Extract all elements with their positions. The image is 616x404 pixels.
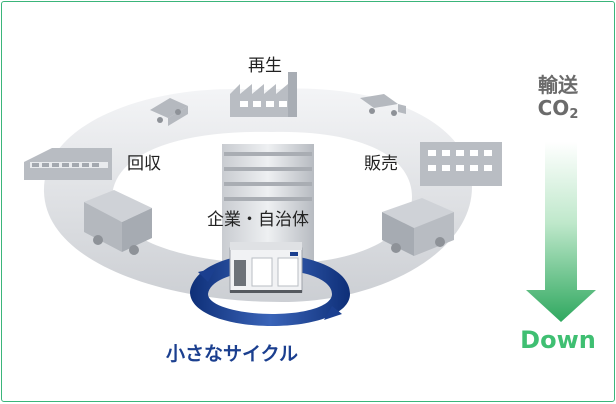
label-sales: 販売 (364, 154, 398, 174)
truck-icon (84, 190, 152, 255)
paper-recycler-machine-icon (229, 242, 303, 293)
truck-icon (382, 198, 454, 256)
truck-icon (150, 98, 188, 126)
co2-subscript: 2 (569, 107, 579, 122)
label-enterprise-municipality: 企業・自治体 (207, 210, 309, 230)
label-small-cycle: 小さなサイクル (166, 343, 299, 365)
down-arrow-icon (526, 142, 596, 322)
warehouse-icon (24, 148, 112, 180)
transport-word: 輸送 (538, 73, 578, 97)
office-building-icon (420, 142, 502, 186)
ring-road (43, 88, 472, 302)
transport-co2-label: 輸送 CO2 (516, 74, 600, 123)
co2-main: CO (537, 96, 570, 120)
co2-text: CO2 (516, 97, 600, 123)
label-regeneration: 再生 (248, 56, 282, 76)
label-collection: 回収 (127, 154, 161, 174)
factory-icon (230, 72, 297, 117)
label-down: Down (520, 326, 596, 354)
truck-icon (360, 94, 406, 116)
